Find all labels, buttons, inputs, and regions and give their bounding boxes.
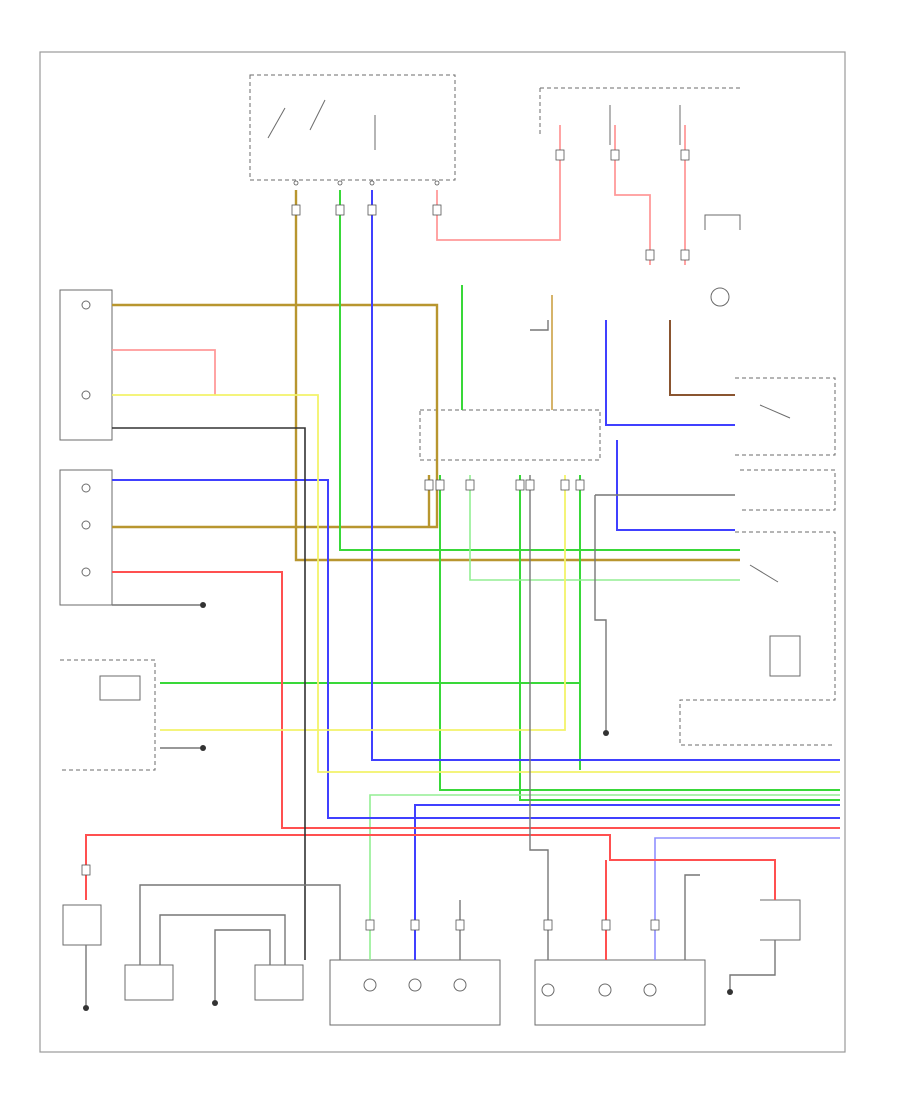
right-repeater-lamp-component	[760, 899, 801, 941]
connector-marks	[81, 149, 690, 931]
left-rear-combination-lamp-component	[59, 469, 113, 606]
diagram-border	[39, 51, 846, 1053]
left-front-side-marker-component	[254, 964, 304, 1001]
blue-wire-run	[112, 190, 840, 960]
multipurpose-module-component	[419, 409, 601, 461]
right-rear-combination-lamp-component	[534, 959, 706, 1026]
red-wire-run	[85, 125, 840, 960]
left-headlight-unit-component	[59, 289, 113, 441]
black-wire-run	[85, 320, 776, 1005]
hazard-switch-component	[539, 87, 740, 145]
ground-points	[83, 602, 733, 1011]
multifunction-switch-component	[679, 531, 836, 746]
brown-wire-run	[669, 320, 735, 396]
left-repeater-lamp-component	[62, 904, 102, 946]
orange-wire-run	[112, 190, 740, 562]
right-headlight-unit-component	[329, 959, 501, 1026]
ignition-switch-component	[740, 469, 836, 511]
right-door-switch-component	[735, 377, 836, 456]
left-mirror-switch-component	[60, 659, 156, 771]
green-wire-run	[160, 190, 840, 960]
flasher-relay-component	[704, 214, 741, 307]
turn-signal-switch-component	[249, 74, 456, 186]
yellow-wire-run	[112, 394, 840, 773]
horn-component	[124, 964, 174, 1001]
